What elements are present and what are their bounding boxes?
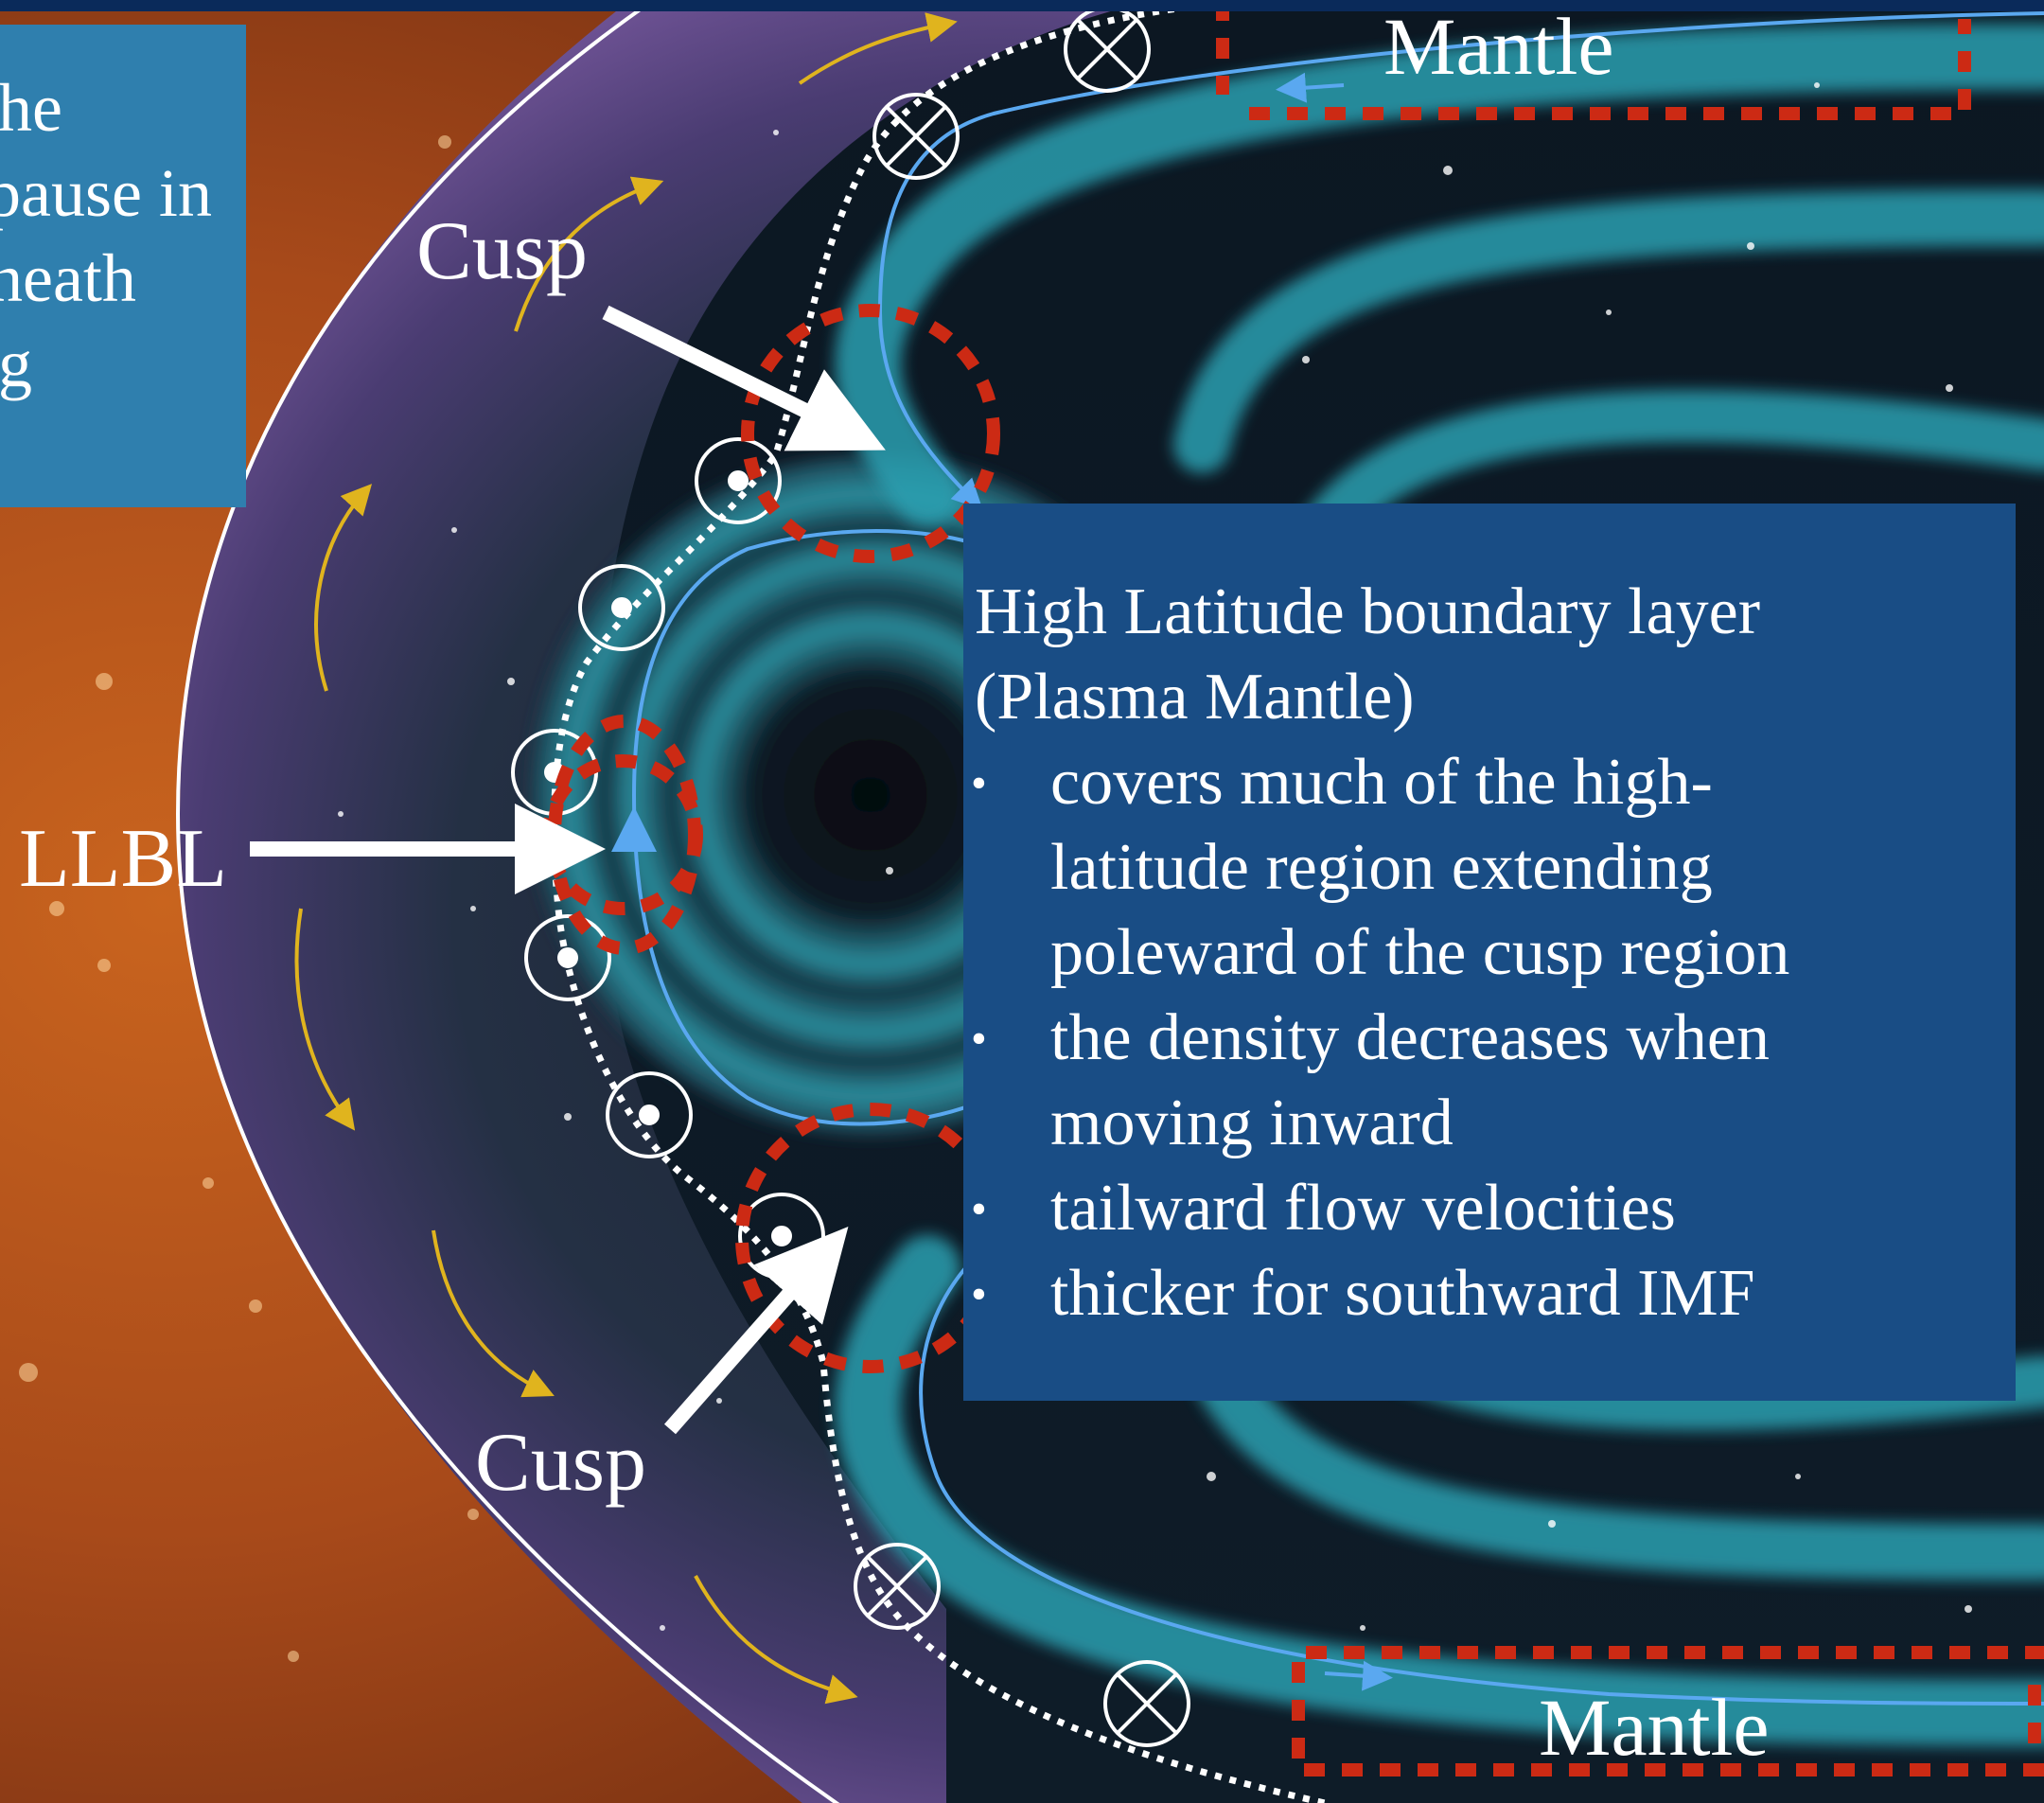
- dot-marker: [524, 914, 611, 1001]
- cross-marker: [854, 1543, 941, 1630]
- magnetopause-dotted-line: [550, 0, 1326, 1803]
- left-panel-line-3: heath: [0, 240, 136, 316]
- bullet-glyph: •: [971, 1269, 987, 1319]
- llbl-label: LLBL: [19, 813, 227, 905]
- cross-marker: [1103, 1660, 1190, 1747]
- bullet-1-line-3: poleward of the cusp region: [1050, 916, 1790, 989]
- cusp-top-pointer: [602, 305, 886, 451]
- field-arrow-bottom: [1324, 1660, 1393, 1691]
- mantle-bottom-label: Mantle: [1539, 1682, 1770, 1773]
- left-panel-line-4: g: [0, 326, 32, 401]
- cusp-bottom-pointer: [663, 1226, 849, 1435]
- plasma-mantle-info-box: High Latitude boundary layer (Plasma Man…: [963, 504, 2016, 1401]
- bullet-glyph: •: [971, 1184, 987, 1234]
- left-text-panel: he pause in heath g: [0, 25, 246, 507]
- cross-marker: [872, 93, 960, 180]
- cusp-top-highlight: [741, 304, 1000, 563]
- sheath-flow-arrows: [294, 12, 958, 1705]
- bullet-2-line-1: the density decreases when: [1050, 1001, 1770, 1074]
- field-arrow-top: [1276, 72, 1345, 103]
- bullet-glyph: •: [971, 1014, 987, 1064]
- bullet-1-line-1: covers much of the high-: [1050, 746, 1713, 819]
- left-panel-line-1: he: [0, 70, 62, 146]
- mantle-top-box: [1216, 0, 1971, 120]
- mantle-top-label: Mantle: [1383, 1, 1614, 92]
- llbl-highlight-ellipse: [548, 715, 701, 955]
- dot-marker: [578, 564, 665, 651]
- dot-marker: [695, 437, 782, 524]
- bullet-2-line-2: moving inward: [1050, 1087, 1454, 1159]
- bullet-glyph: •: [971, 758, 987, 808]
- left-panel-line-2: pause in: [0, 155, 212, 231]
- bullet-4-line-1: thicker for southward IMF: [1050, 1257, 1755, 1330]
- mantle-bottom-box: [1292, 1646, 2044, 1776]
- dot-marker: [606, 1071, 693, 1158]
- info-box-title-line-2: (Plasma Mantle): [975, 661, 1415, 734]
- boundary-layer-highlights: [542, 0, 2044, 1776]
- info-box-title-line-1: High Latitude boundary layer: [975, 575, 1761, 648]
- stars: [338, 82, 1972, 1631]
- magnetic-field-lines: [631, 11, 2044, 1706]
- bullet-3-line-1: tailward flow velocities: [1050, 1172, 1676, 1245]
- cusp-top-label: Cusp: [416, 205, 588, 297]
- top-border-strip: [0, 0, 2044, 11]
- pointer-arrows: [250, 305, 886, 1435]
- bullet-1-line-2: latitude region extending: [1050, 831, 1713, 904]
- bow-shock-line: [175, 0, 840, 1803]
- cusp-bottom-label: Cusp: [475, 1417, 646, 1509]
- solar-wind-particles: [19, 135, 479, 1662]
